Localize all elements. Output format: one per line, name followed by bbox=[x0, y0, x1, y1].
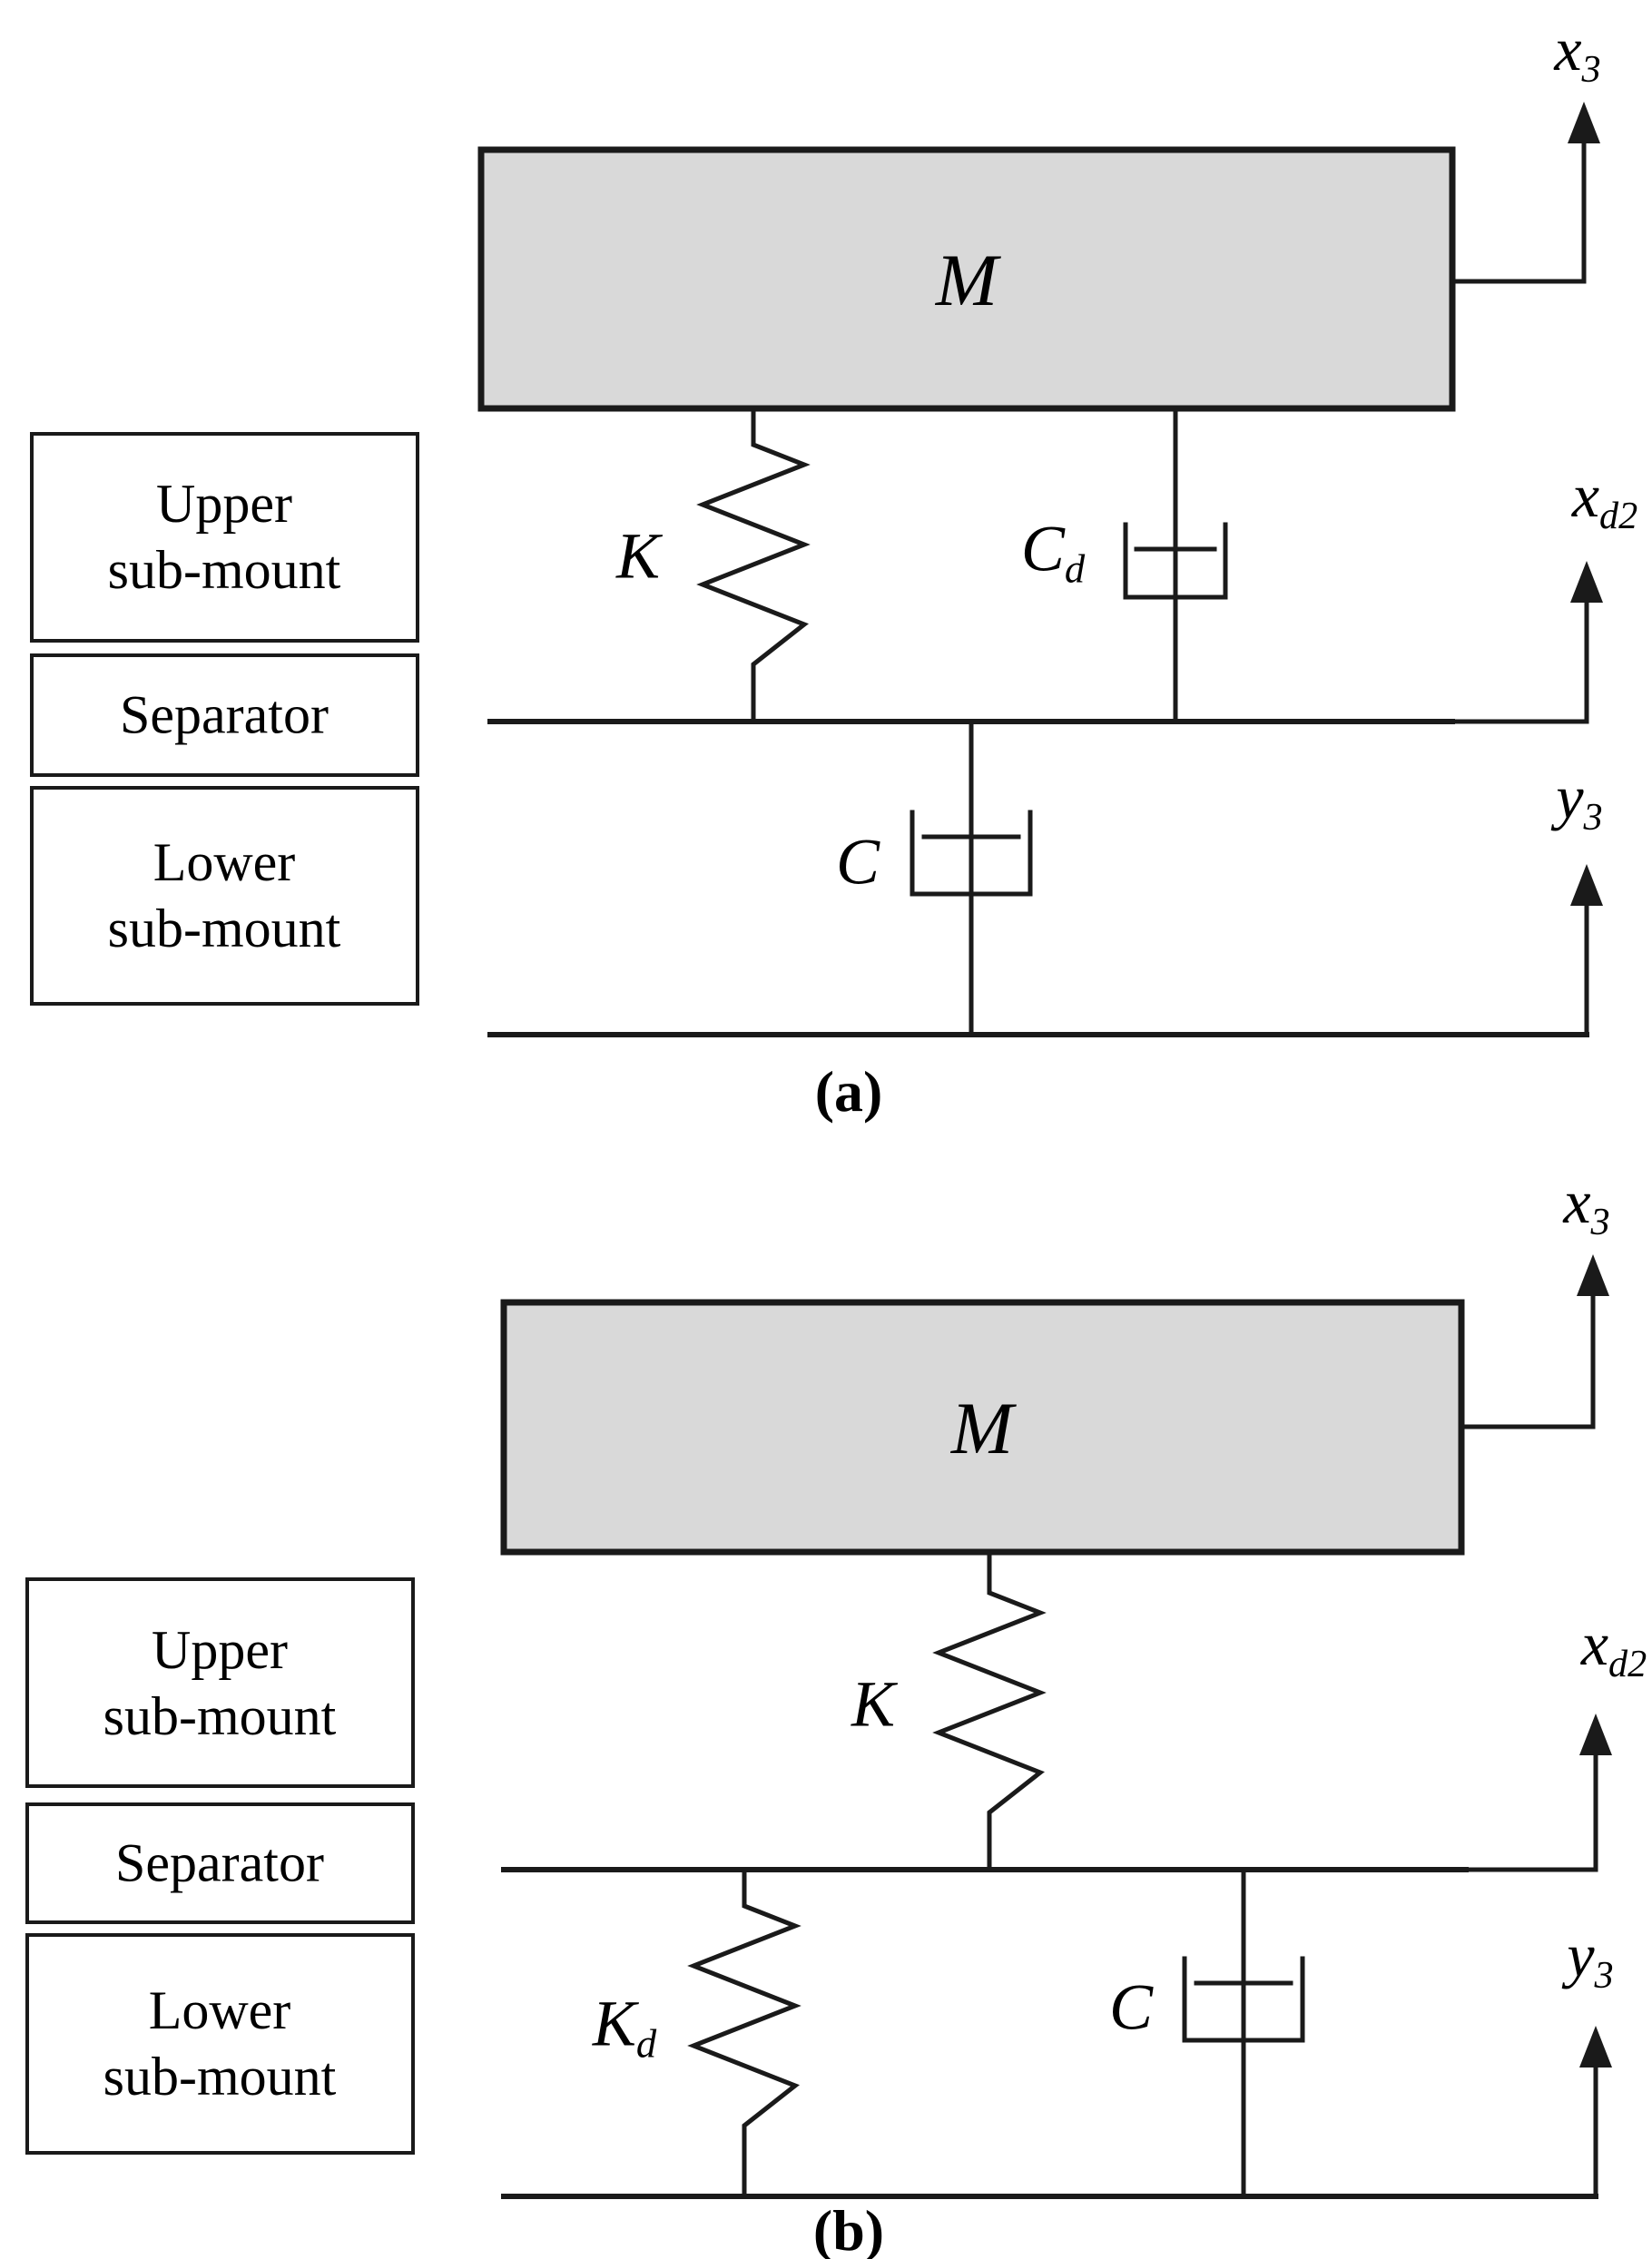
spring-kd-b bbox=[687, 1867, 801, 2199]
axis-label-x3-b-sub: 3 bbox=[1590, 1200, 1610, 1243]
axis-label-y3-b-sub: 3 bbox=[1594, 1953, 1614, 1997]
lower-submount-box-b bbox=[25, 1933, 415, 2155]
axis-label-x3-b-base: x bbox=[1563, 1167, 1591, 1237]
side-label-upper-line2-b: sub-mount bbox=[103, 1686, 337, 1746]
side-label-lower-line2-a: sub-mount bbox=[107, 899, 341, 958]
spring-label-k-b: K bbox=[851, 1667, 896, 1741]
side-label-lower-line1-b: Lower bbox=[148, 1979, 291, 2040]
lower-submount-box-a bbox=[30, 786, 419, 1006]
axis-label-x3-a-sub: 3 bbox=[1581, 47, 1601, 91]
spring-k-a bbox=[696, 406, 811, 724]
axis-label-x3-a-base: x bbox=[1554, 15, 1582, 84]
mass-label-a: M bbox=[935, 239, 998, 321]
axis-label-xd2-b: xd2 bbox=[1581, 1608, 1647, 1686]
y3-arrowhead-a bbox=[1570, 864, 1603, 906]
side-label-upper-line1-b: Upper bbox=[152, 1619, 288, 1680]
mass-block-a bbox=[477, 146, 1456, 412]
axis-label-xd2-b-base: x bbox=[1580, 1609, 1609, 1679]
x3-connector-a bbox=[1450, 133, 1587, 284]
side-label-upper-line2-a: sub-mount bbox=[107, 540, 341, 600]
side-label-upper-submount-b: Upper sub-mount bbox=[103, 1617, 337, 1750]
axis-label-y3-a-sub: 3 bbox=[1583, 795, 1603, 839]
x3-connector-b bbox=[1459, 1286, 1596, 1429]
xd2-connector-a bbox=[1450, 596, 1589, 724]
damper-label-cd-a-sub: d bbox=[1064, 545, 1086, 592]
side-label-separator-a: Separator bbox=[120, 684, 329, 745]
side-label-upper-line1-a: Upper bbox=[156, 473, 292, 534]
axis-label-y3-b: y3 bbox=[1567, 1920, 1613, 1998]
mass-block-b bbox=[500, 1299, 1465, 1556]
spring-label-kd-b-sub: d bbox=[635, 2020, 657, 2067]
separator-box-b bbox=[25, 1802, 415, 1924]
caption-b: (b) bbox=[812, 2198, 885, 2259]
mass-label-b: M bbox=[950, 1387, 1014, 1469]
damper-label-c-b: C bbox=[1108, 1970, 1154, 2044]
side-label-lower-line2-b: sub-mount bbox=[103, 2047, 337, 2107]
x3-arrowhead-a bbox=[1568, 102, 1600, 143]
side-label-lower-line1-a: Lower bbox=[152, 831, 296, 892]
axis-label-x3-b: x3 bbox=[1563, 1166, 1609, 1244]
axis-label-xd2-a: xd2 bbox=[1572, 460, 1637, 538]
spring-label-kd-b-base: K bbox=[592, 1987, 636, 2060]
upper-submount-box-a bbox=[30, 432, 419, 643]
separator-box-a bbox=[30, 653, 419, 777]
spring-k-b bbox=[932, 1549, 1047, 1872]
upper-submount-box-b bbox=[25, 1577, 415, 1788]
axis-label-xd2-b-sub: d2 bbox=[1608, 1642, 1647, 1685]
spring-label-kd-b: Kd bbox=[593, 1986, 656, 2067]
xd2-arrowhead-a bbox=[1570, 561, 1603, 603]
damper-label-cd-a-base: C bbox=[1020, 512, 1065, 585]
damper-c-cup-b bbox=[1182, 1956, 1305, 2043]
damper-cd-cup-a bbox=[1123, 522, 1228, 600]
xd2-arrowhead-b bbox=[1579, 1714, 1612, 1755]
damper-c-cup-a bbox=[910, 810, 1033, 897]
axis-label-x3-a: x3 bbox=[1554, 14, 1600, 92]
x3-arrowhead-b bbox=[1577, 1254, 1609, 1296]
caption-a: (a) bbox=[814, 1059, 883, 1124]
axis-label-y3-a-base: y bbox=[1556, 762, 1584, 832]
side-label-separator-b: Separator bbox=[115, 1832, 324, 1893]
axis-label-y3-a: y3 bbox=[1556, 761, 1602, 840]
damper-label-c-a: C bbox=[835, 825, 880, 899]
axis-label-y3-b-base: y bbox=[1567, 1920, 1595, 1990]
y3-arrowhead-b bbox=[1579, 2026, 1612, 2067]
axis-label-xd2-a-base: x bbox=[1571, 461, 1600, 531]
xd2-connector-b bbox=[1463, 1749, 1598, 1872]
side-label-lower-submount-a: Lower sub-mount bbox=[108, 830, 341, 962]
axis-label-xd2-a-sub: d2 bbox=[1599, 494, 1638, 537]
damper-label-cd-a: Cd bbox=[1021, 511, 1085, 592]
spring-label-k-a: K bbox=[615, 519, 661, 593]
side-label-upper-submount-a: Upper sub-mount bbox=[108, 471, 341, 604]
side-label-lower-submount-b: Lower sub-mount bbox=[103, 1978, 337, 2110]
